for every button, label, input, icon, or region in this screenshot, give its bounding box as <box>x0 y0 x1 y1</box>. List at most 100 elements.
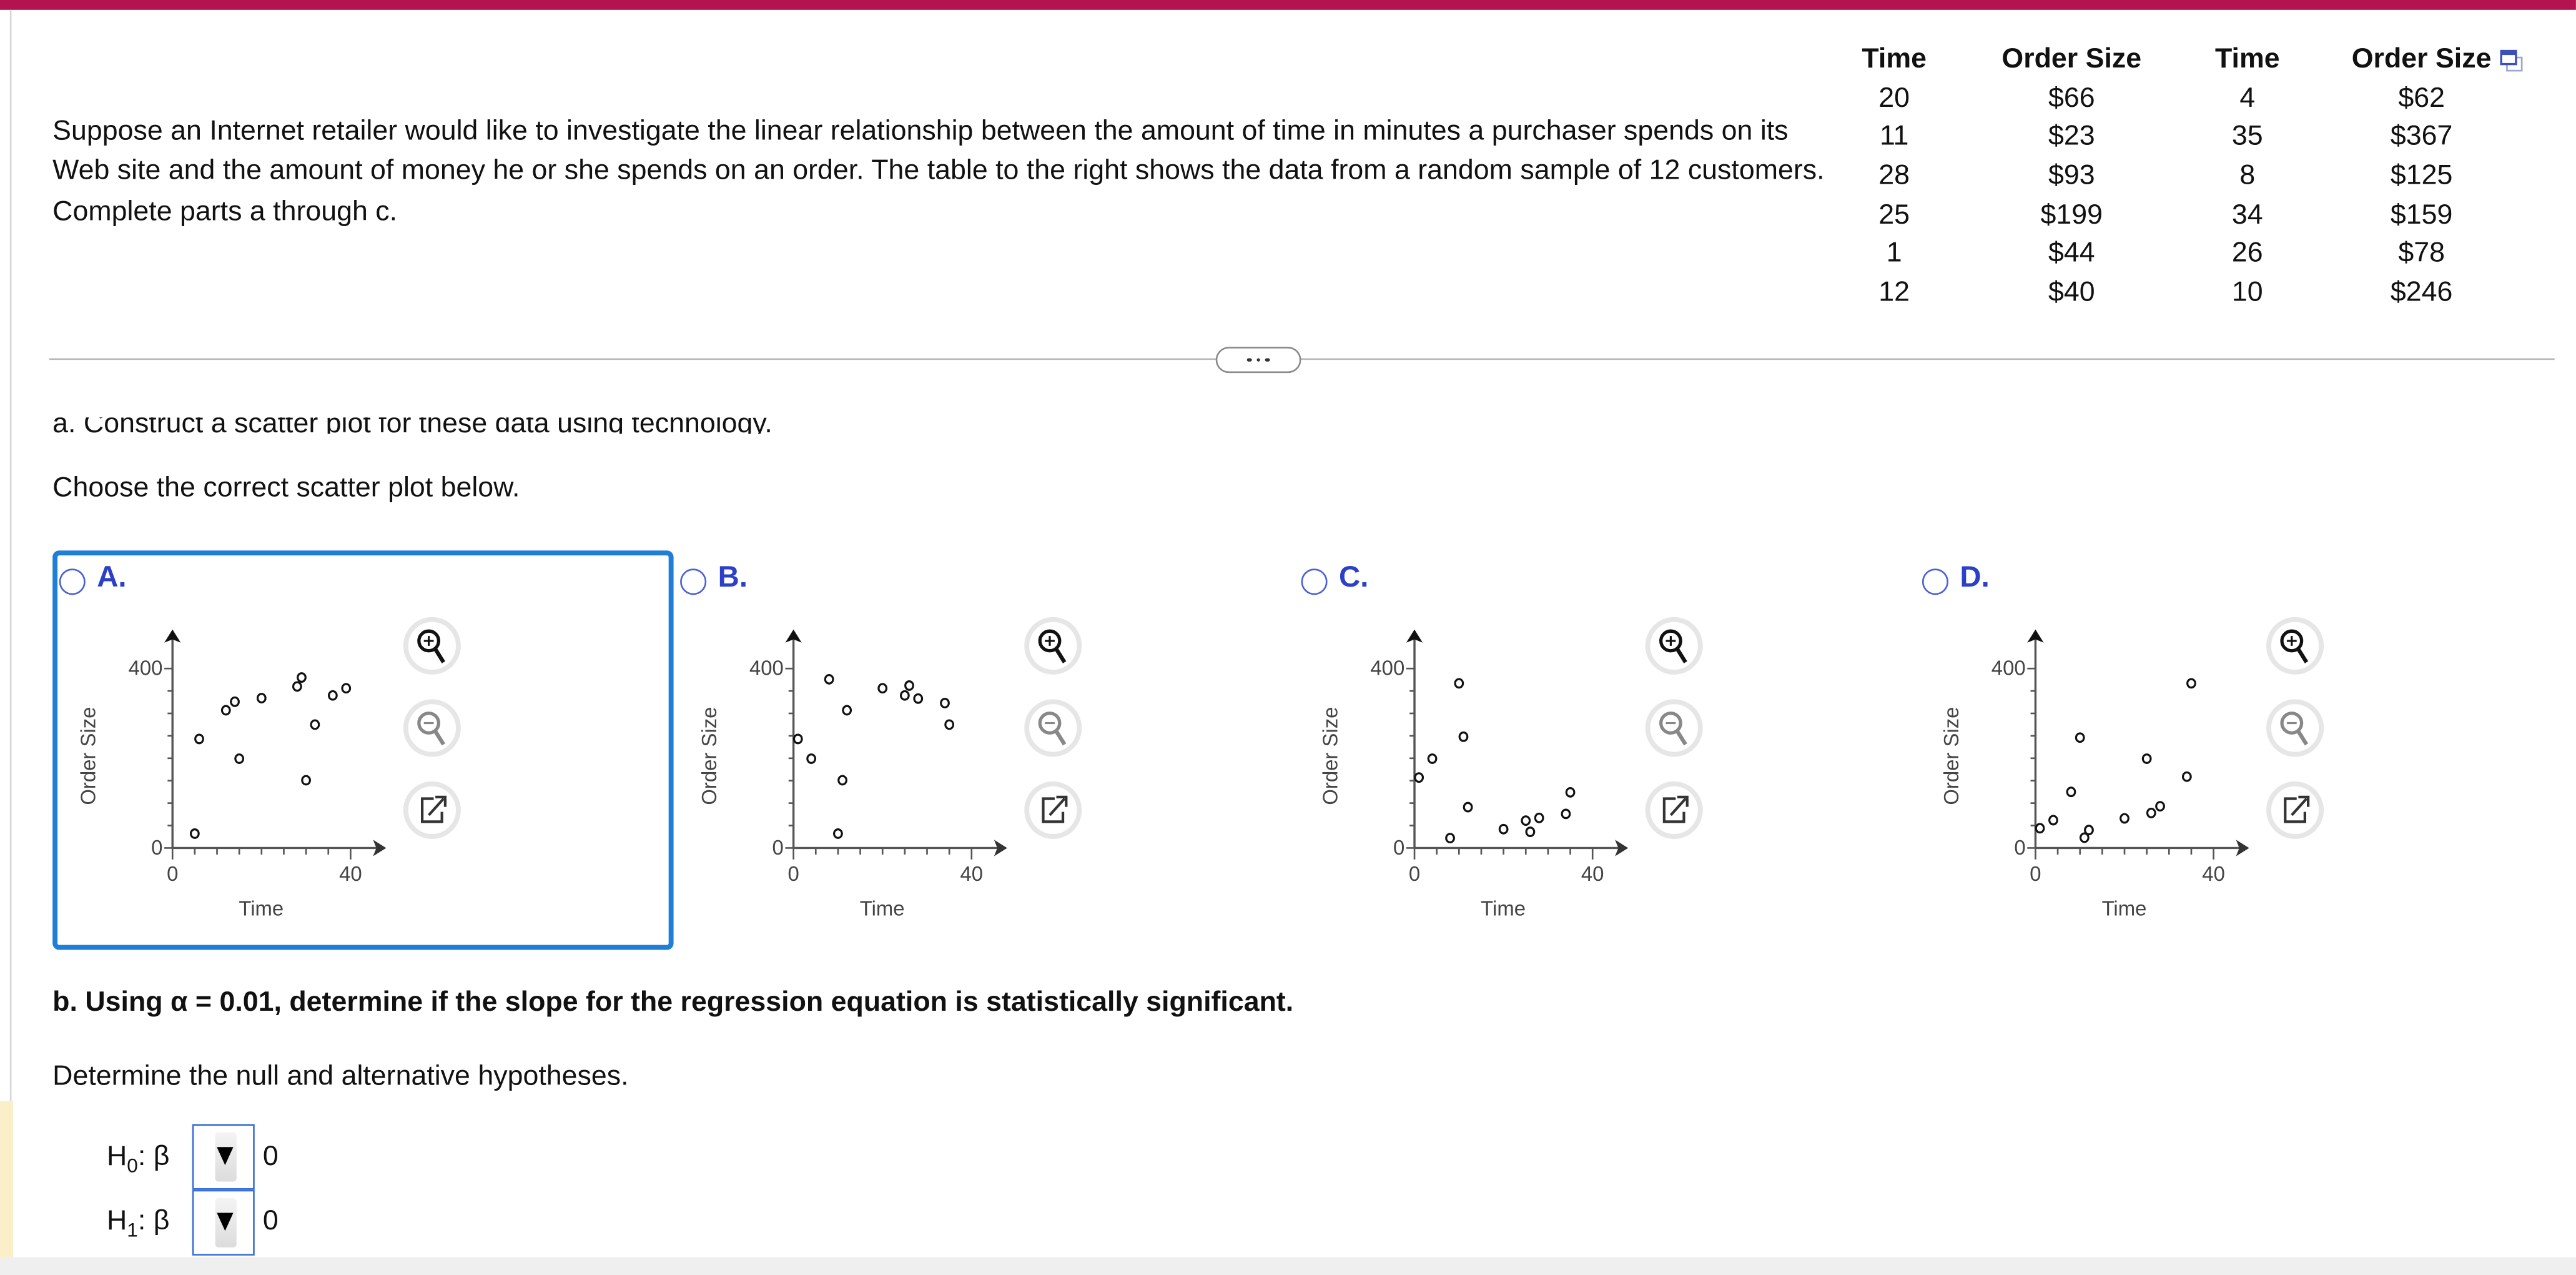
radio-option-a[interactable] <box>59 568 86 595</box>
part-a-instruction: Choose the correct scatter plot below. <box>52 472 520 503</box>
column-header: Order Size <box>2001 42 2142 74</box>
data-point <box>2079 832 2090 843</box>
external-arrow-icon <box>2291 795 2310 816</box>
h1-h: H <box>106 1204 127 1236</box>
data-point <box>310 719 320 730</box>
magnifier-lens-icon <box>1659 629 1682 653</box>
icon-button-bg[interactable] <box>1024 617 1082 675</box>
data-point <box>2048 815 2058 826</box>
option-label: A. <box>97 560 127 593</box>
data-point <box>292 681 302 692</box>
data-point <box>2155 801 2165 812</box>
zoom-in-icon[interactable] <box>1024 617 1082 675</box>
copy-data-icon[interactable] <box>2499 47 2525 74</box>
magnifier-lens-icon <box>1659 712 1682 735</box>
magnifier-handle-icon <box>1675 730 1687 746</box>
order-size-cell: $199 <box>2040 198 2103 230</box>
data-point <box>833 828 843 839</box>
x-tick-label: 40 <box>960 862 984 885</box>
icon-button-bg[interactable] <box>1024 699 1082 757</box>
time-cell: 8 <box>2239 159 2256 191</box>
y-tick-label: 400 <box>1991 657 2026 680</box>
data-point <box>2181 771 2192 782</box>
data-point <box>2035 823 2045 834</box>
y-axis-label: Order Size <box>1318 707 1341 805</box>
time-cell: 26 <box>2231 237 2263 269</box>
external-frame-icon <box>1042 797 1065 823</box>
icon-button-bg[interactable] <box>403 617 461 675</box>
alternative-hypothesis-label: H1: β <box>107 1204 170 1241</box>
data-point <box>1454 678 1464 689</box>
dropdown-arrow-icon[interactable] <box>215 1198 237 1248</box>
zoom-out-icon[interactable] <box>403 699 461 757</box>
open-in-new-window-icon[interactable] <box>1645 781 1703 839</box>
radio-option-d[interactable] <box>1922 568 1949 595</box>
time-cell: 34 <box>2231 198 2263 230</box>
magnifier-lens-icon <box>2280 629 2304 653</box>
open-in-new-window-icon[interactable] <box>1024 781 1082 839</box>
ellipsis-icon <box>1247 357 1251 362</box>
data-point <box>1427 753 1438 764</box>
icon-button-bg[interactable] <box>403 699 461 757</box>
y-tick-label: 0 <box>772 836 784 859</box>
time-cell: 10 <box>2231 275 2263 307</box>
time-cell: 4 <box>2239 82 2256 113</box>
y-tick-label: 0 <box>151 836 162 859</box>
zoom-out-icon[interactable] <box>1645 699 1703 757</box>
data-point <box>792 733 803 745</box>
order-size-cell: $246 <box>2390 275 2453 307</box>
data-point <box>2146 808 2156 818</box>
magnifier-handle-icon <box>1054 648 1067 663</box>
open-in-new-window-icon[interactable] <box>2266 781 2324 839</box>
icon-button-bg[interactable] <box>1645 617 1703 675</box>
icon-button-bg[interactable] <box>2266 617 2324 675</box>
h0-h: H <box>106 1140 127 1172</box>
data-point <box>944 719 955 730</box>
expand-ellipsis-button[interactable] <box>1215 347 1301 374</box>
h0-operator-dropdown[interactable] <box>192 1124 255 1190</box>
top-bar <box>0 0 2576 10</box>
data-point <box>1561 808 1571 820</box>
x-tick-label: 0 <box>167 862 178 885</box>
zoom-in-icon[interactable] <box>403 617 461 675</box>
data-point <box>1534 812 1544 823</box>
data-point <box>256 693 267 703</box>
h1-operator-dropdown[interactable] <box>192 1189 255 1256</box>
magnifier-lens-icon <box>1038 629 1062 653</box>
column-header: Time <box>2215 42 2280 74</box>
zoom-out-icon[interactable] <box>2266 699 2324 757</box>
data-point <box>230 696 240 707</box>
data-point <box>1521 815 1531 826</box>
data-point <box>1463 801 1473 813</box>
order-size-cell: $367 <box>2390 121 2453 152</box>
zoom-in-icon[interactable] <box>1645 617 1703 675</box>
open-in-new-window-icon[interactable] <box>403 781 461 839</box>
x-tick-label: 40 <box>339 862 362 885</box>
dropdown-arrow-icon[interactable] <box>215 1132 237 1182</box>
left-divider <box>9 9 12 1101</box>
icon-button-bg[interactable] <box>1645 699 1703 757</box>
y-tick-label: 400 <box>129 657 163 680</box>
radio-option-b[interactable] <box>680 568 707 595</box>
option-label: D. <box>1960 560 1990 593</box>
time-cell: 28 <box>1878 159 1910 191</box>
order-size-cell: $159 <box>2390 198 2453 230</box>
icon-button-bg[interactable] <box>2266 699 2324 757</box>
radio-option-c[interactable] <box>1301 568 1328 595</box>
data-point <box>837 775 847 786</box>
y-tick-label: 0 <box>2014 836 2025 859</box>
x-axis-arrow-icon <box>1615 840 1629 856</box>
external-arrow-icon <box>428 795 447 816</box>
zoom-in-icon[interactable] <box>2266 617 2324 675</box>
h0-sub: 0 <box>127 1154 138 1178</box>
data-point <box>1525 826 1536 838</box>
zoom-out-icon[interactable] <box>1024 699 1082 757</box>
